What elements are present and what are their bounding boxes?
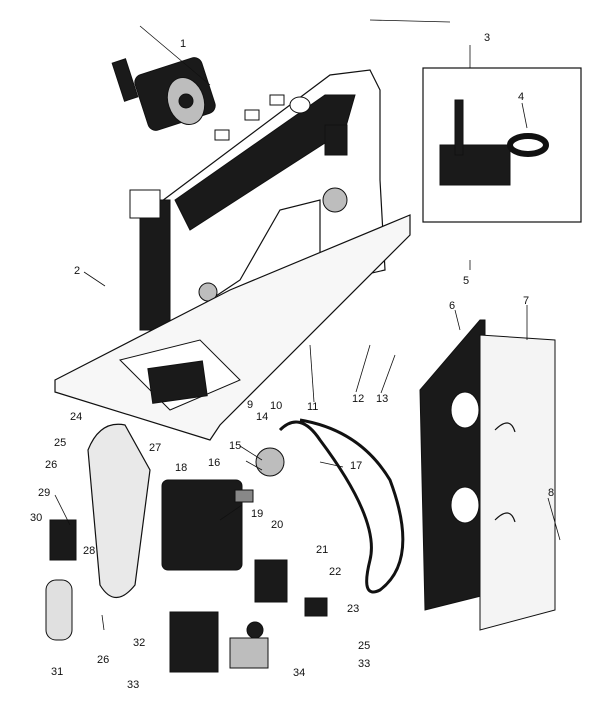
top-rule — [369, 19, 451, 23]
callout-18: 18 — [175, 462, 187, 474]
callout-29: 29 — [38, 487, 50, 499]
callout-11: 11 — [307, 401, 318, 413]
callout-24: 24 — [70, 411, 82, 423]
callout-15: 15 — [229, 440, 241, 452]
callout-10: 10 — [270, 400, 282, 412]
callout-13: 13 — [376, 393, 388, 405]
callout-19: 19 — [251, 508, 263, 520]
callout-26: 26 — [45, 459, 57, 471]
callout-25b: 25 — [358, 640, 370, 652]
callout-33: 33 — [127, 679, 139, 691]
callout-21: 21 — [316, 544, 328, 556]
plate-21 — [254, 559, 288, 603]
callout-7: 7 — [523, 295, 529, 307]
callout-28: 28 — [83, 545, 95, 557]
callout-20: 20 — [271, 519, 283, 531]
bed-plate — [54, 214, 411, 441]
bracket-23 — [304, 597, 328, 617]
callout-17: 17 — [350, 460, 362, 472]
machine-arm — [129, 69, 386, 331]
motor-part — [111, 57, 216, 131]
leader-lines — [54, 25, 561, 631]
connector-block — [161, 479, 254, 571]
callout-16: 16 — [208, 457, 220, 469]
switch-housing — [169, 611, 219, 673]
callout-31: 31 — [51, 666, 63, 678]
callout-32: 32 — [133, 637, 145, 649]
callout-30: 30 — [30, 512, 42, 524]
cord-plug — [255, 447, 285, 477]
hook-assembly-box — [422, 67, 582, 223]
speed-control — [229, 621, 269, 669]
callout-25: 25 — [54, 437, 66, 449]
callout-2: 2 — [74, 265, 80, 277]
lamp-socket — [49, 519, 77, 561]
callout-12: 12 — [352, 393, 364, 405]
callout-3: 3 — [484, 32, 490, 44]
callout-22: 22 — [329, 566, 341, 578]
callout-9: 9 — [247, 399, 253, 411]
callout-8: 8 — [548, 487, 554, 499]
side-panels — [419, 319, 556, 631]
callout-27: 27 — [149, 442, 161, 454]
callout-23: 23 — [347, 603, 359, 615]
callout-33b: 33 — [358, 658, 370, 670]
callout-5: 5 — [463, 275, 469, 287]
belt-guard — [87, 423, 151, 599]
lamp-bulb — [45, 579, 73, 641]
power-cord — [278, 418, 405, 594]
callout-26b: 26 — [97, 654, 109, 666]
callout-6: 6 — [449, 300, 455, 312]
callout-34: 34 — [293, 667, 305, 679]
callout-4: 4 — [518, 91, 524, 103]
callout-14: 14 — [256, 411, 268, 423]
callout-1: 1 — [180, 38, 186, 50]
